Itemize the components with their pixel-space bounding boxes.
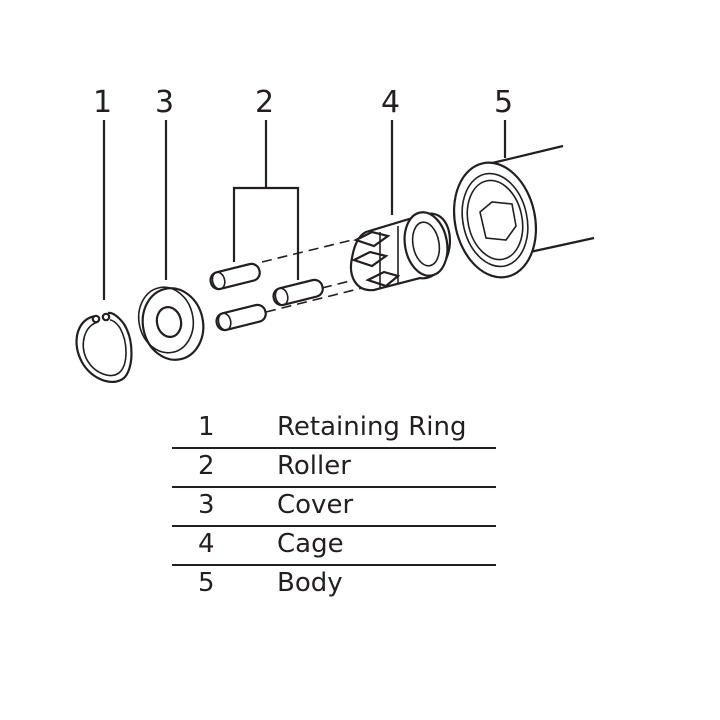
legend-part-name: Retaining Ring	[277, 412, 467, 442]
cage-part	[349, 211, 452, 292]
row-divider	[172, 525, 496, 527]
legend-row: 2 Roller	[172, 449, 496, 488]
body-part	[452, 144, 595, 279]
callout-cover: 3	[155, 85, 174, 120]
legend-part-name: Cage	[277, 529, 344, 559]
leader-lines	[102, 120, 507, 300]
legend-number: 4	[198, 529, 215, 559]
callout-body: 5	[494, 85, 513, 120]
exploded-assembly-diagram: 1 3 2 4 5	[75, 85, 595, 384]
legend-row: 4 Cage	[172, 527, 496, 566]
parts-legend-table: 1 Retaining Ring 2 Roller 3 Cover 4 Cage…	[172, 410, 496, 605]
retaining-ring-part	[75, 311, 133, 384]
cover-part	[137, 286, 205, 361]
roller-part	[209, 262, 324, 332]
legend-number: 3	[198, 490, 215, 520]
row-divider	[172, 564, 496, 566]
callout-cage: 4	[381, 85, 400, 120]
legend-number: 2	[198, 451, 215, 481]
legend-row: 3 Cover	[172, 488, 496, 527]
legend-number: 5	[198, 568, 215, 598]
callout-retaining-ring: 1	[93, 85, 112, 120]
legend-number: 1	[198, 412, 215, 442]
legend-row: 5 Body	[172, 566, 496, 605]
callout-roller: 2	[255, 85, 274, 120]
row-divider	[172, 486, 496, 488]
row-divider	[172, 447, 496, 449]
legend-part-name: Cover	[277, 490, 354, 520]
legend-part-name: Roller	[277, 451, 351, 481]
legend-row: 1 Retaining Ring	[172, 410, 496, 449]
legend-part-name: Body	[277, 568, 343, 598]
